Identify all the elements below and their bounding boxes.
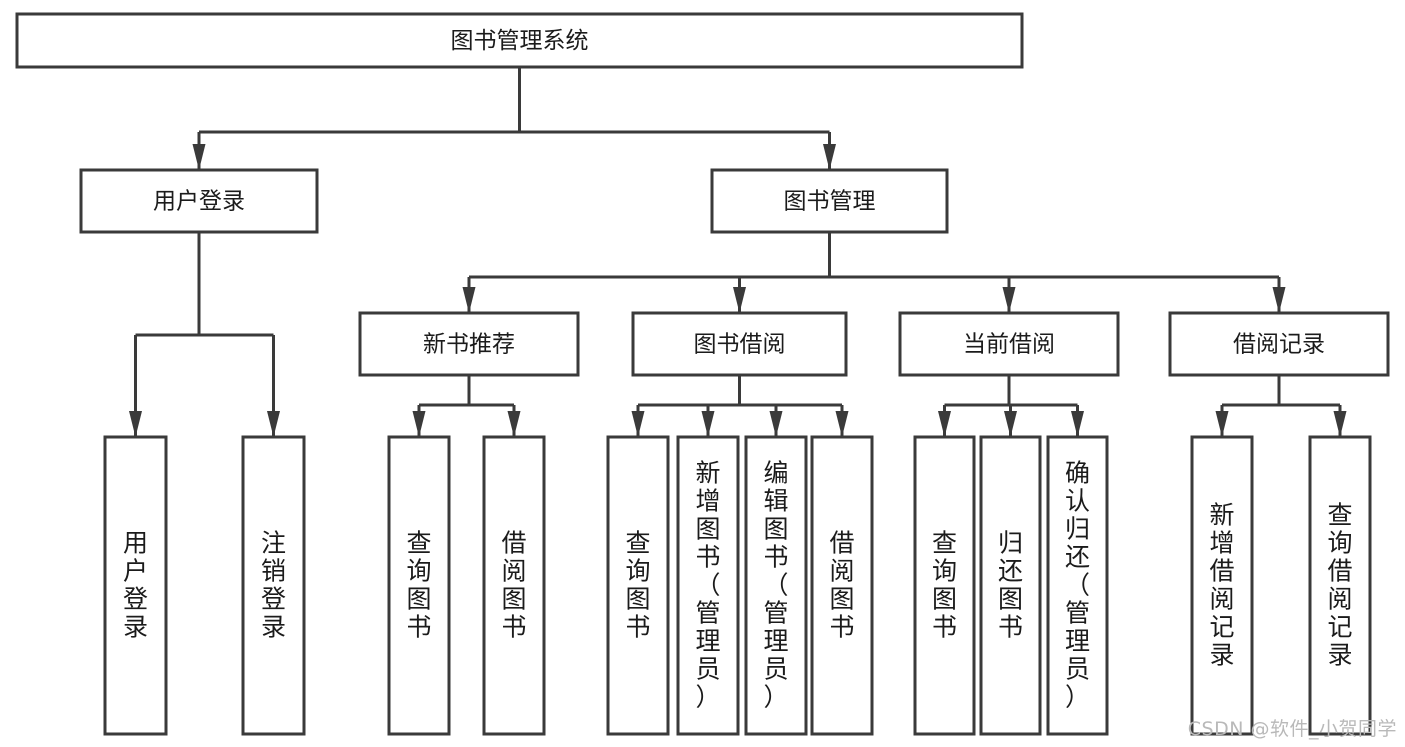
- edge-arrowhead: [129, 411, 142, 437]
- node-box-leaf-borrow-book-rec[interactable]: [482, 435, 546, 736]
- node-borrow-record[interactable]: 借阅记录: [1168, 311, 1390, 377]
- node-label-leaf-query-record: 查询借阅记录: [1327, 500, 1352, 669]
- node-leaf-add-book[interactable]: 新增图书（管理员）: [676, 435, 740, 736]
- node-box-leaf-add-book[interactable]: [676, 435, 740, 736]
- node-leaf-query-book-current[interactable]: 查询图书: [913, 435, 976, 736]
- edge-arrowhead: [938, 411, 951, 437]
- node-user-login[interactable]: 用户登录: [79, 168, 319, 234]
- node-box-leaf-add-record[interactable]: [1190, 435, 1254, 736]
- node-box-leaf-confirm-return[interactable]: [1046, 435, 1109, 736]
- node-leaf-confirm-return[interactable]: 确认归还（管理员）: [1046, 435, 1109, 736]
- node-leaf-add-record[interactable]: 新增借阅记录: [1190, 435, 1254, 736]
- node-layer: 图书管理系统用户登录图书管理新书推荐图书借阅当前借阅借阅记录用户登录注销登录查询…: [15, 12, 1390, 736]
- edge-group-borrow-record: [1215, 375, 1347, 437]
- node-root[interactable]: 图书管理系统: [15, 12, 1024, 69]
- node-current-borrow[interactable]: 当前借阅: [898, 311, 1120, 377]
- node-box-leaf-query-book-borrow[interactable]: [606, 435, 670, 736]
- node-box-book-manage[interactable]: [710, 168, 949, 234]
- edge-arrowhead: [412, 411, 426, 437]
- node-label-leaf-query-book-rec: 查询图书: [406, 528, 431, 641]
- node-box-new-book-recommend[interactable]: [358, 311, 580, 377]
- node-label-leaf-edit-book: 编辑图书（管理员）: [763, 458, 788, 711]
- node-label-current-borrow: 当前借阅: [963, 332, 1055, 358]
- node-label-leaf-borrow-book-rec: 借阅图书: [501, 528, 526, 641]
- node-box-leaf-return-book[interactable]: [979, 435, 1042, 736]
- node-box-leaf-query-book-current[interactable]: [913, 435, 976, 736]
- node-label-borrow-record: 借阅记录: [1233, 332, 1325, 358]
- node-label-leaf-user-login: 用户登录: [123, 528, 148, 641]
- edge-arrowhead: [1272, 287, 1286, 313]
- edge-arrowhead: [192, 144, 206, 170]
- node-leaf-user-login[interactable]: 用户登录: [103, 435, 168, 736]
- edge-arrowhead: [1071, 411, 1084, 437]
- node-leaf-return-book[interactable]: 归还图书: [979, 435, 1042, 736]
- edge-arrowhead: [1333, 411, 1347, 437]
- node-label-leaf-add-book: 新增图书（管理员）: [695, 458, 720, 711]
- edge-group-new-book-recommend: [412, 375, 521, 437]
- edge-arrowhead: [701, 411, 715, 437]
- edge-layer: [129, 67, 1347, 437]
- node-label-root: 图书管理系统: [451, 28, 589, 54]
- node-label-leaf-query-book-current: 查询图书: [932, 528, 957, 641]
- edge-arrowhead: [462, 287, 476, 313]
- node-label-book-manage: 图书管理: [784, 189, 876, 215]
- edge-arrowhead: [267, 411, 280, 437]
- node-label-user-login: 用户登录: [153, 189, 245, 215]
- node-leaf-query-record[interactable]: 查询借阅记录: [1308, 435, 1372, 736]
- node-box-book-borrow[interactable]: [631, 311, 848, 377]
- edge-arrowhead: [733, 287, 746, 313]
- node-leaf-edit-book[interactable]: 编辑图书（管理员）: [744, 435, 808, 736]
- edge-group-user-login: [129, 232, 280, 437]
- edge-arrowhead: [631, 411, 645, 437]
- node-new-book-recommend[interactable]: 新书推荐: [358, 311, 580, 377]
- node-leaf-borrow-book-rec[interactable]: 借阅图书: [482, 435, 546, 736]
- node-label-leaf-return-book: 归还图书: [998, 528, 1023, 641]
- node-box-root[interactable]: [15, 12, 1024, 69]
- node-label-leaf-user-logout: 注销登录: [261, 528, 286, 641]
- node-label-book-borrow: 图书借阅: [694, 332, 786, 358]
- node-box-leaf-borrow-book[interactable]: [810, 435, 874, 736]
- edge-arrowhead: [823, 144, 836, 170]
- node-book-manage[interactable]: 图书管理: [710, 168, 949, 234]
- node-box-leaf-edit-book[interactable]: [744, 435, 808, 736]
- node-box-leaf-user-login[interactable]: [103, 435, 168, 736]
- node-label-leaf-confirm-return: 确认归还（管理员）: [1065, 458, 1090, 711]
- node-box-leaf-user-logout[interactable]: [241, 435, 306, 736]
- edge-arrowhead: [507, 411, 521, 437]
- node-book-borrow[interactable]: 图书借阅: [631, 311, 848, 377]
- edge-arrowhead: [1002, 287, 1016, 313]
- edge-group-current-borrow: [938, 375, 1084, 437]
- edge-arrowhead: [835, 411, 849, 437]
- node-label-leaf-add-record: 新增借阅记录: [1209, 500, 1234, 669]
- node-label-leaf-borrow-book: 借阅图书: [829, 528, 854, 641]
- node-label-new-book-recommend: 新书推荐: [423, 332, 515, 358]
- edge-group-book-manage: [462, 232, 1286, 313]
- node-box-leaf-query-record[interactable]: [1308, 435, 1372, 736]
- node-leaf-user-logout[interactable]: 注销登录: [241, 435, 306, 736]
- edge-arrowhead: [1004, 411, 1017, 437]
- node-label-leaf-query-book-borrow: 查询图书: [625, 528, 650, 641]
- node-box-current-borrow[interactable]: [898, 311, 1120, 377]
- node-box-borrow-record[interactable]: [1168, 311, 1390, 377]
- edge-group-book-borrow: [631, 375, 849, 437]
- node-leaf-query-book-borrow[interactable]: 查询图书: [606, 435, 670, 736]
- edge-group-root: [192, 67, 836, 170]
- node-leaf-borrow-book[interactable]: 借阅图书: [810, 435, 874, 736]
- edge-arrowhead: [769, 411, 783, 437]
- node-leaf-query-book-rec[interactable]: 查询图书: [387, 435, 451, 736]
- node-box-user-login[interactable]: [79, 168, 319, 234]
- node-box-leaf-query-book-rec[interactable]: [387, 435, 451, 736]
- edge-arrowhead: [1215, 411, 1229, 437]
